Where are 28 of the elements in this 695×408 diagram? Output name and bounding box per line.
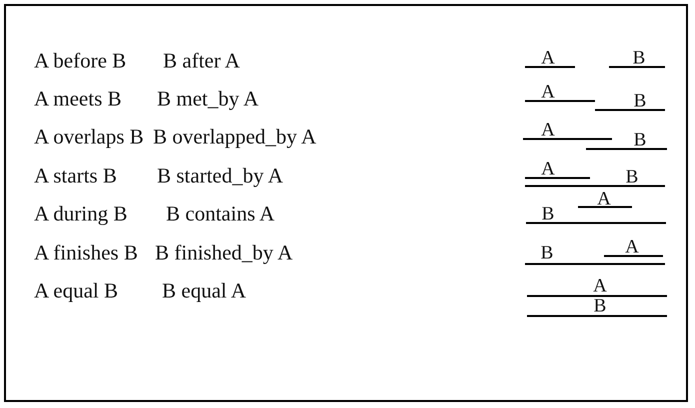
relation-text: A finishes B (34, 242, 138, 264)
interval-label: A (593, 276, 607, 296)
interval-label: B (540, 244, 554, 262)
interval-label: A (597, 190, 611, 208)
relation-text: B finished_by A (155, 242, 293, 264)
interval-label: A (541, 48, 555, 68)
relation-text: B contains A (166, 204, 274, 224)
relation-text: A starts B (34, 166, 117, 186)
relation-text: A meets B (34, 88, 122, 110)
relation-text: B overlapped_by A (153, 126, 316, 148)
relation-text: B after A (163, 50, 240, 72)
relation-text: A during B (34, 204, 128, 224)
relation-text: A before B (34, 50, 126, 72)
relation-text: B met_by A (157, 88, 259, 110)
interval-label: B (634, 92, 646, 110)
interval-label: B (626, 168, 638, 186)
interval-label: A (541, 120, 555, 140)
interval-label: A (541, 160, 555, 178)
relation-text: B equal A (162, 280, 246, 302)
interval-label: B (632, 48, 646, 68)
interval-label: B (594, 296, 606, 316)
interval-label: B (634, 130, 646, 150)
relation-text: A overlaps B (34, 126, 144, 148)
interval-label: A (541, 82, 555, 102)
interval-label: A (625, 238, 639, 256)
interval-label: B (542, 204, 554, 224)
relation-text: A equal B (34, 280, 118, 302)
relation-text: B started_by A (157, 166, 283, 186)
